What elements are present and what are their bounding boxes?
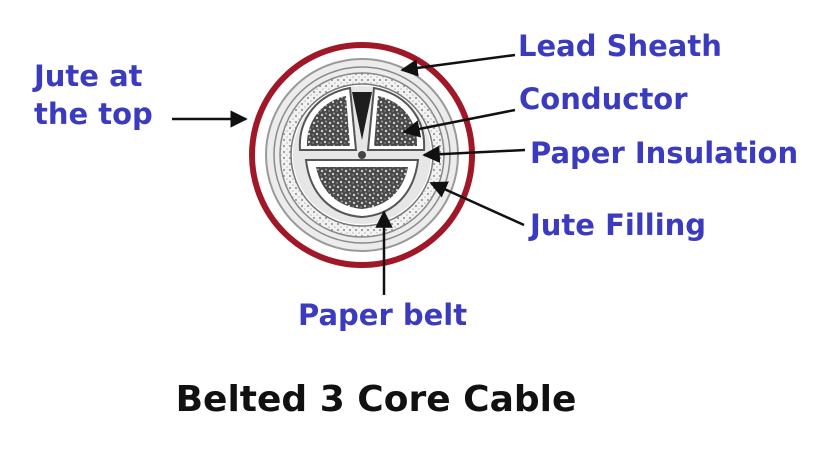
- center-filler: [352, 92, 372, 140]
- label-jute-at-the-top: Jute at the top: [34, 57, 153, 134]
- label-jute-top-line2: the top: [34, 97, 153, 132]
- arrow-jute-filling: [429, 181, 525, 227]
- label-conductor: Conductor: [519, 82, 688, 116]
- lead-sheath-inner-line: [273, 66, 451, 244]
- label-jute-filling: Jute Filling: [530, 208, 707, 242]
- label-lead-sheath: Lead Sheath: [518, 29, 722, 63]
- label-paper-insulation: Paper Insulation: [530, 136, 799, 170]
- label-paper-belt: Paper belt: [298, 298, 468, 332]
- core-top-left: [298, 86, 358, 151]
- arrow-paper-insulation: [422, 145, 526, 163]
- arrow-lead-sheath: [400, 53, 516, 77]
- label-jute-top-line1: Jute at: [34, 59, 143, 93]
- center-point: [358, 151, 366, 159]
- diagram-title: Belted 3 Core Cable: [175, 379, 577, 420]
- arrow-conductor: [402, 108, 516, 138]
- core-bottom: [304, 159, 420, 219]
